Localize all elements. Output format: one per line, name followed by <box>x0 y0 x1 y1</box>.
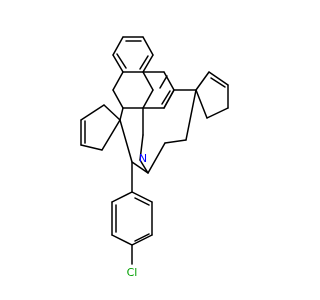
molecule-structure-diagram: N Cl <box>80 36 229 279</box>
middle-aromatic-ring <box>112 71 175 109</box>
nitrogen-atom-label: N <box>139 152 147 165</box>
central-n-ring <box>119 89 197 174</box>
chlorine-atom-label: Cl <box>127 266 138 279</box>
top-benzo-ring <box>112 36 154 73</box>
right-cyclopentene-ring <box>173 71 229 119</box>
left-cyclopentene-ring <box>80 104 121 151</box>
chlorophenyl-ring <box>111 161 153 265</box>
